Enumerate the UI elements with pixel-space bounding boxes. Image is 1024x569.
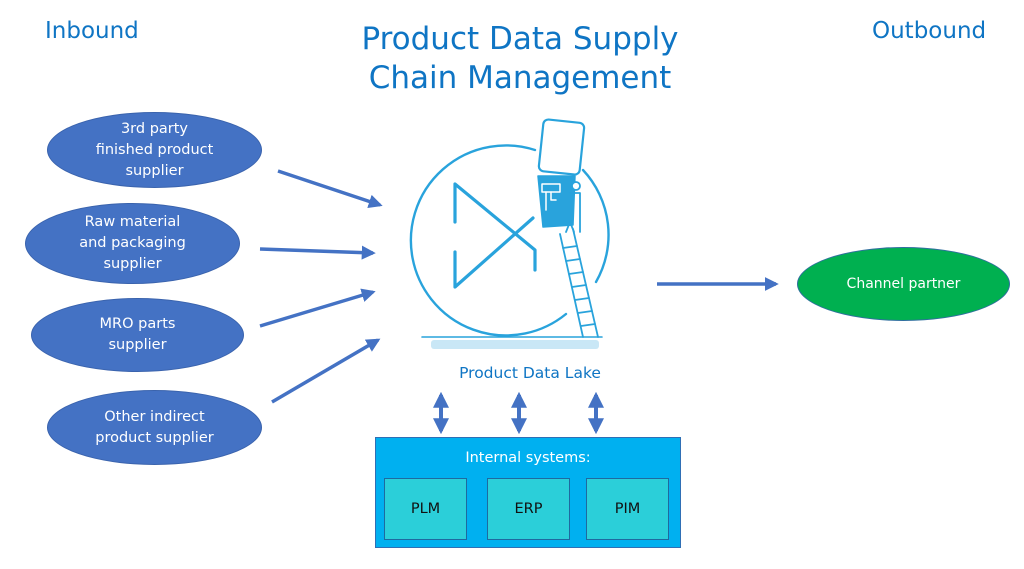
logo-floor-pad — [431, 340, 599, 349]
system-box-pim[interactable]: PIM — [586, 478, 669, 540]
internal-systems-box: Internal systems: PLM ERP PIM — [375, 437, 681, 548]
inbound-arrow-3 — [259, 288, 376, 328]
supplier-label: 3rd party finished product supplier — [95, 120, 214, 179]
product-data-lake-label: Product Data Lake — [459, 364, 601, 382]
outbound-heading: Outbound — [872, 18, 987, 44]
logo-x-upper — [453, 182, 537, 272]
logo-x-lower — [453, 216, 535, 289]
system-box-erp[interactable]: ERP — [487, 478, 570, 540]
logo-board — [537, 118, 586, 176]
logo-circle — [409, 144, 568, 337]
partner-label: Channel partner — [846, 275, 961, 292]
supplier-node-3rd-party[interactable]: 3rd party finished product supplier — [47, 112, 262, 188]
product-data-lake-logo-icon — [409, 118, 610, 349]
logo-person-body — [537, 175, 576, 228]
supplier-node-raw-material[interactable]: Raw material and packaging supplier — [25, 203, 240, 284]
title-line-1: Product Data Supply — [361, 21, 679, 57]
system-box-plm[interactable]: PLM — [384, 478, 467, 540]
title-line-2: Chain Management — [368, 60, 672, 96]
logo-person-head — [571, 181, 581, 191]
logo-paper-stem — [545, 191, 557, 211]
supplier-label: Raw material and packaging supplier — [79, 214, 186, 272]
inbound-heading: Inbound — [45, 18, 139, 44]
supplier-label: Other indirect product supplier — [95, 408, 214, 446]
partner-node-channel-partner[interactable]: Channel partner — [797, 247, 1010, 321]
inbound-arrow-4 — [271, 338, 381, 404]
system-label: PLM — [410, 501, 441, 517]
logo-outer-arc — [581, 168, 610, 284]
supplier-node-mro-parts[interactable]: MRO parts supplier — [31, 298, 244, 372]
logo-ladder — [559, 228, 599, 338]
supplier-label: MRO parts supplier — [99, 316, 176, 353]
diagram-title: Product Data Supply Chain Management — [330, 20, 710, 98]
system-label: ERP — [514, 501, 543, 517]
supplier-node-other-indirect[interactable]: Other indirect product supplier — [47, 390, 262, 465]
inbound-arrow-2 — [259, 245, 376, 260]
system-label: PIM — [614, 501, 641, 517]
internal-systems-label: Internal systems: — [465, 450, 591, 466]
inbound-arrow-1 — [277, 169, 383, 209]
